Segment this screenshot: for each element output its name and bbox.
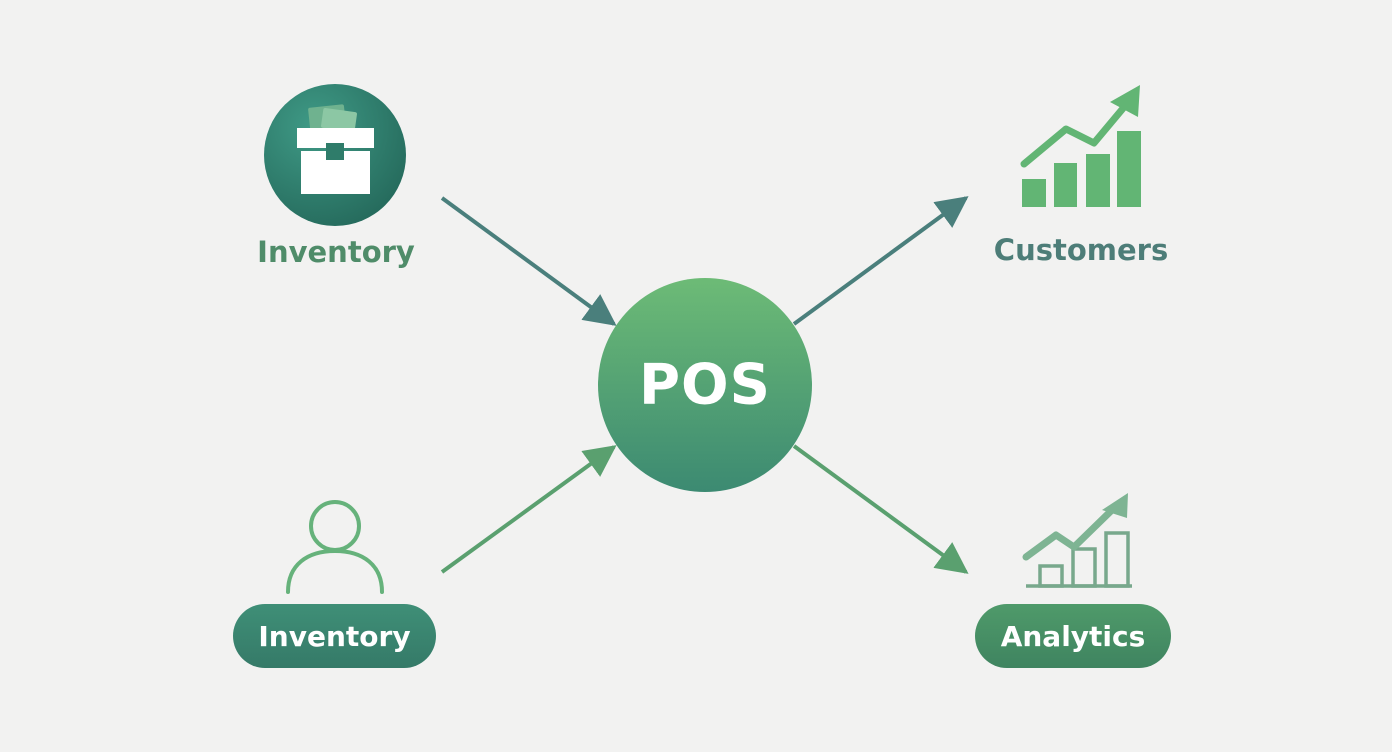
arrow-pos-to-analytics (792, 444, 969, 574)
bar-chart-trend-icon (1020, 85, 1141, 207)
inventory-top-label: Inventory (257, 235, 415, 269)
inventory-pill-button[interactable]: Inventory (233, 604, 436, 668)
arrow-pos-to-customers (792, 196, 969, 326)
inventory-box-icon (264, 84, 406, 226)
pos-label: POS (639, 352, 771, 418)
arrow-inventory-bottom-to-pos (440, 445, 617, 574)
customers-label: Customers (993, 233, 1169, 267)
arrow-inventory-to-pos (440, 196, 617, 326)
pos-circle (598, 278, 812, 492)
outline-bar-chart-trend-icon (1022, 493, 1132, 588)
person-icon (286, 500, 384, 594)
analytics-pill-button[interactable]: Analytics (975, 604, 1171, 668)
